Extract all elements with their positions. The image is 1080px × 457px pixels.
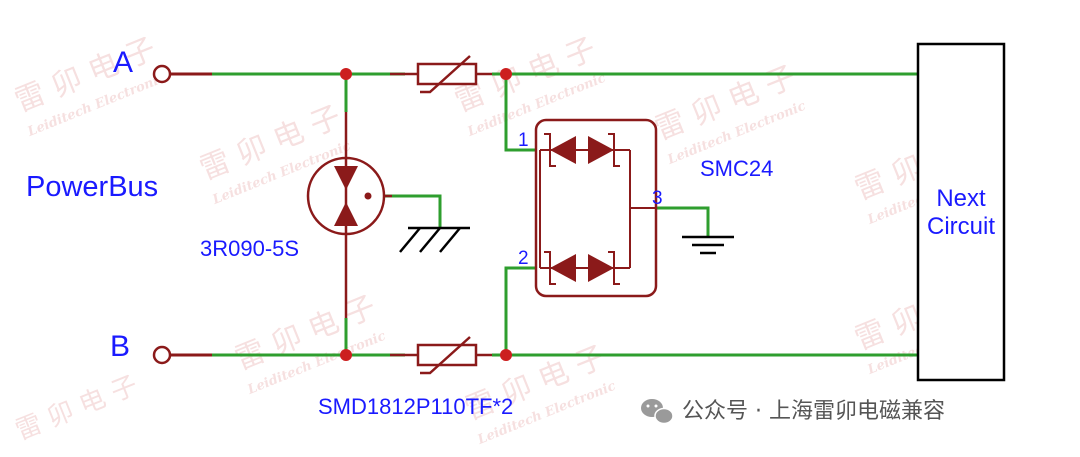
next-circuit-label-1: Next — [936, 185, 986, 212]
powerbus-label: PowerBus — [26, 171, 158, 203]
wire-gdt-ground — [385, 194, 442, 228]
terminal-a-label: A — [113, 46, 133, 79]
next-circuit-label-2: Circuit — [927, 213, 995, 240]
terminal-b — [152, 345, 172, 365]
ptc-part-label: SMD1812P110TF*2 — [318, 394, 513, 419]
tvs-array — [534, 118, 658, 298]
tvs-part-label: SMC24 — [700, 156, 773, 181]
tvs-pin1-label: 1 — [518, 130, 529, 151]
wire-tvs-pin2 — [504, 266, 536, 355]
junction-dot — [340, 68, 352, 80]
ptc-fuse-bottom — [390, 336, 492, 375]
wires — [170, 72, 918, 357]
terminal-b-label: B — [110, 330, 130, 363]
tvs-pin2-label: 2 — [518, 248, 529, 269]
wechat-icon — [641, 399, 674, 425]
ground-icon — [682, 235, 734, 255]
gdt-part-label: 3R090-5S — [200, 236, 299, 261]
tvs-diode-bottom — [540, 251, 630, 285]
junction-dot — [340, 349, 352, 361]
wire-tvs-pin3 — [657, 206, 710, 236]
chassis-ground-icon — [399, 226, 470, 253]
wire-tvs-pin1 — [504, 74, 536, 152]
terminal-a — [152, 64, 172, 84]
gas-discharge-tube — [306, 112, 392, 318]
watermark-cn: 雷 卯 电 子 — [11, 370, 142, 446]
tvs-pin3-label: 3 — [652, 188, 663, 209]
junctions — [340, 68, 512, 361]
junction-dot — [500, 68, 512, 80]
next-circuit-block — [916, 42, 1006, 382]
watermark-layer: 雷 卯 电 子 Leiditech Electronic 雷 卯 电 子 Lei… — [10, 31, 1008, 448]
junction-dot — [500, 349, 512, 361]
footer-account: 公众号 · 上海雷卯电磁兼容 — [682, 399, 945, 424]
tvs-diode-top — [540, 133, 630, 167]
ptc-fuse-top — [390, 55, 492, 94]
